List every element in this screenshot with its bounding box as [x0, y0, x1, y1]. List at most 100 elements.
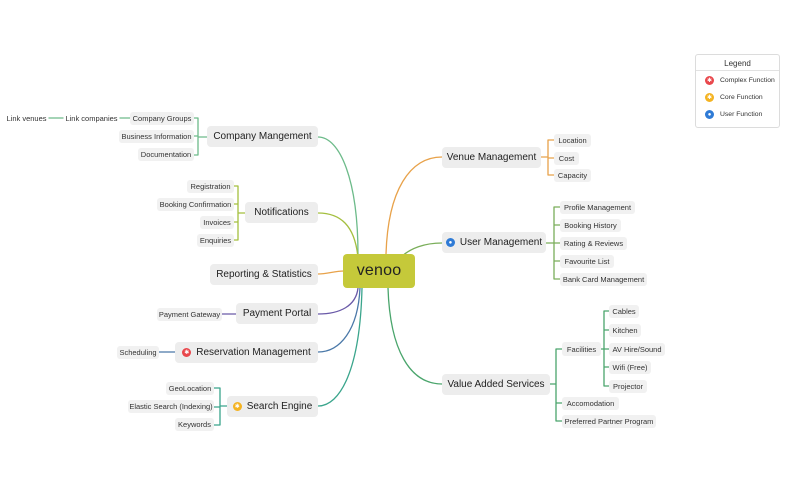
subtopic-wifi-free[interactable]: Wifi (Free) [609, 361, 651, 374]
subtopic-label: GeoLocation [168, 384, 212, 393]
subtopic-business-information[interactable]: Business Information [119, 130, 194, 143]
subtopic-label: Favourite List [564, 257, 610, 266]
topic-label: Search Engine [246, 401, 313, 412]
subtopic-profile-management[interactable]: Profile Management [560, 201, 635, 214]
link-search [317, 287, 363, 407]
subtopic-rating-reviews[interactable]: Rating & Reviews [560, 237, 627, 250]
subtopic-label: Cables [612, 307, 636, 316]
link-company [317, 136, 359, 256]
link-reporting [317, 270, 345, 275]
link-value-added [387, 287, 443, 385]
link-venue [385, 156, 443, 255]
link-notifications [317, 212, 359, 259]
subtopic-label: Cost [558, 154, 575, 163]
user-icon: ● [705, 110, 714, 119]
subtopic-link-venues[interactable]: Link venues [4, 112, 49, 125]
subtopic-label: Bank Card Management [562, 275, 645, 284]
subtopic-preferred-partner-program[interactable]: Preferred Partner Program [562, 415, 656, 428]
user-function-icon: ● [445, 238, 455, 247]
topic-label: Reporting & Statistics [216, 269, 312, 280]
topic-reservation-management[interactable]: ✱ Reservation Management [175, 342, 318, 363]
subtopic-label: Preferred Partner Program [564, 417, 654, 426]
subtopic-favourite-list[interactable]: Favourite List [560, 255, 614, 268]
subtopic-label: Company Groups [132, 114, 192, 123]
subtopic-kitchen[interactable]: Kitchen [609, 324, 641, 337]
subtopic-label: Booking History [564, 221, 617, 230]
subtopic-label: Rating & Reviews [563, 239, 624, 248]
topic-label: User Management [459, 237, 543, 248]
subtopic-enquiries[interactable]: Enquiries [197, 234, 234, 247]
legend-item-user: ● User Function [705, 110, 762, 119]
link-payment [317, 287, 359, 315]
topic-label: Payment Portal [242, 308, 312, 319]
subtopic-label: Profile Management [563, 203, 632, 212]
subtopic-label: Keywords [178, 420, 211, 429]
subtopic-documentation[interactable]: Documentation [138, 148, 194, 161]
subtopic-label: Booking Confirmation [159, 200, 232, 209]
topic-venue-management[interactable]: Venue Management [442, 147, 541, 168]
subtopic-label: Facilities [566, 344, 597, 354]
subtopic-link-companies[interactable]: Link companies [63, 112, 120, 125]
subtopic-label: Enquiries [199, 236, 232, 245]
subtopic-av-hire-sound[interactable]: AV Hire/Sound [609, 343, 665, 356]
subtopic-invoices[interactable]: Invoices [200, 216, 234, 229]
legend-title: Legend [724, 59, 751, 68]
subtopic-capacity[interactable]: Capacity [554, 169, 591, 182]
subtopic-bank-card-management[interactable]: Bank Card Management [560, 273, 647, 286]
topic-company-management[interactable]: Company Mangement [207, 126, 318, 147]
legend-divider [696, 70, 779, 71]
star-badge-icon: ✱ [705, 76, 714, 85]
root-node[interactable]: venoo [343, 254, 415, 288]
topic-label: Value Added Services [447, 379, 545, 390]
subtopic-label: Documentation [140, 150, 192, 159]
subtopic-geolocation[interactable]: GeoLocation [166, 382, 214, 395]
subtopic-label: Capacity [557, 171, 588, 180]
legend-item-label: Core Function [720, 94, 763, 101]
subtopic-label: Invoices [203, 218, 231, 227]
topic-user-management[interactable]: ● User Management [442, 232, 546, 253]
legend-item-core: ✱ Core Function [705, 93, 763, 102]
subtopic-label: Link venues [6, 114, 47, 123]
subtopic-booking-history[interactable]: Booking History [560, 219, 621, 232]
subtopic-label: Accomodation [566, 399, 615, 408]
subtopic-label: Kitchen [612, 326, 638, 335]
legend-item-label: User Function [720, 111, 763, 118]
subtopic-booking-confirmation[interactable]: Booking Confirmation [157, 198, 234, 211]
subtopic-facilities[interactable]: Facilities [562, 342, 601, 356]
subtopic-registration[interactable]: Registration [187, 180, 234, 193]
star-badge-icon: ✱ [705, 93, 714, 102]
subtopic-company-groups[interactable]: Company Groups [130, 112, 194, 125]
subtopic-elastic-search[interactable]: Elastic Search (Indexing) [128, 400, 214, 413]
subtopic-location[interactable]: Location [554, 134, 591, 147]
topic-label: Company Mangement [213, 131, 312, 142]
subtopic-label: Location [558, 136, 587, 145]
subtopic-cost[interactable]: Cost [554, 152, 579, 165]
subtopic-payment-gateway[interactable]: Payment Gateway [157, 308, 222, 321]
topic-label: Reservation Management [196, 347, 311, 358]
link-reservation [317, 287, 361, 353]
legend-panel: Legend ✱ Complex Function ✱ Core Functio… [695, 54, 780, 128]
subtopic-label: Payment Gateway [158, 310, 221, 319]
subtopic-projector[interactable]: Projector [609, 380, 647, 393]
topic-notifications[interactable]: Notifications [245, 202, 318, 223]
legend-item-label: Complex Function [720, 77, 775, 84]
core-function-icon: ✱ [232, 402, 242, 411]
root-label: venoo [356, 262, 402, 279]
subtopic-label: Elastic Search (Indexing) [129, 402, 213, 411]
subtopic-label: Projector [613, 382, 644, 391]
subtopic-cables[interactable]: Cables [609, 305, 639, 318]
complex-function-icon: ✱ [182, 348, 192, 357]
subtopic-label: Link companies [65, 114, 118, 123]
topic-label: Notifications [254, 207, 309, 218]
subtopic-keywords[interactable]: Keywords [175, 418, 214, 431]
topic-label: Venue Management [446, 152, 537, 163]
subtopic-scheduling[interactable]: Scheduling [117, 346, 159, 359]
topic-payment-portal[interactable]: Payment Portal [236, 303, 318, 324]
topic-search-engine[interactable]: ✱ Search Engine [227, 396, 318, 417]
topic-reporting-statistics[interactable]: Reporting & Statistics [210, 264, 318, 285]
topic-value-added-services[interactable]: Value Added Services [442, 374, 550, 395]
subtopic-label: Registration [190, 182, 231, 191]
subtopic-accomodation[interactable]: Accomodation [562, 397, 619, 410]
subtopic-label: Business Information [121, 132, 192, 141]
